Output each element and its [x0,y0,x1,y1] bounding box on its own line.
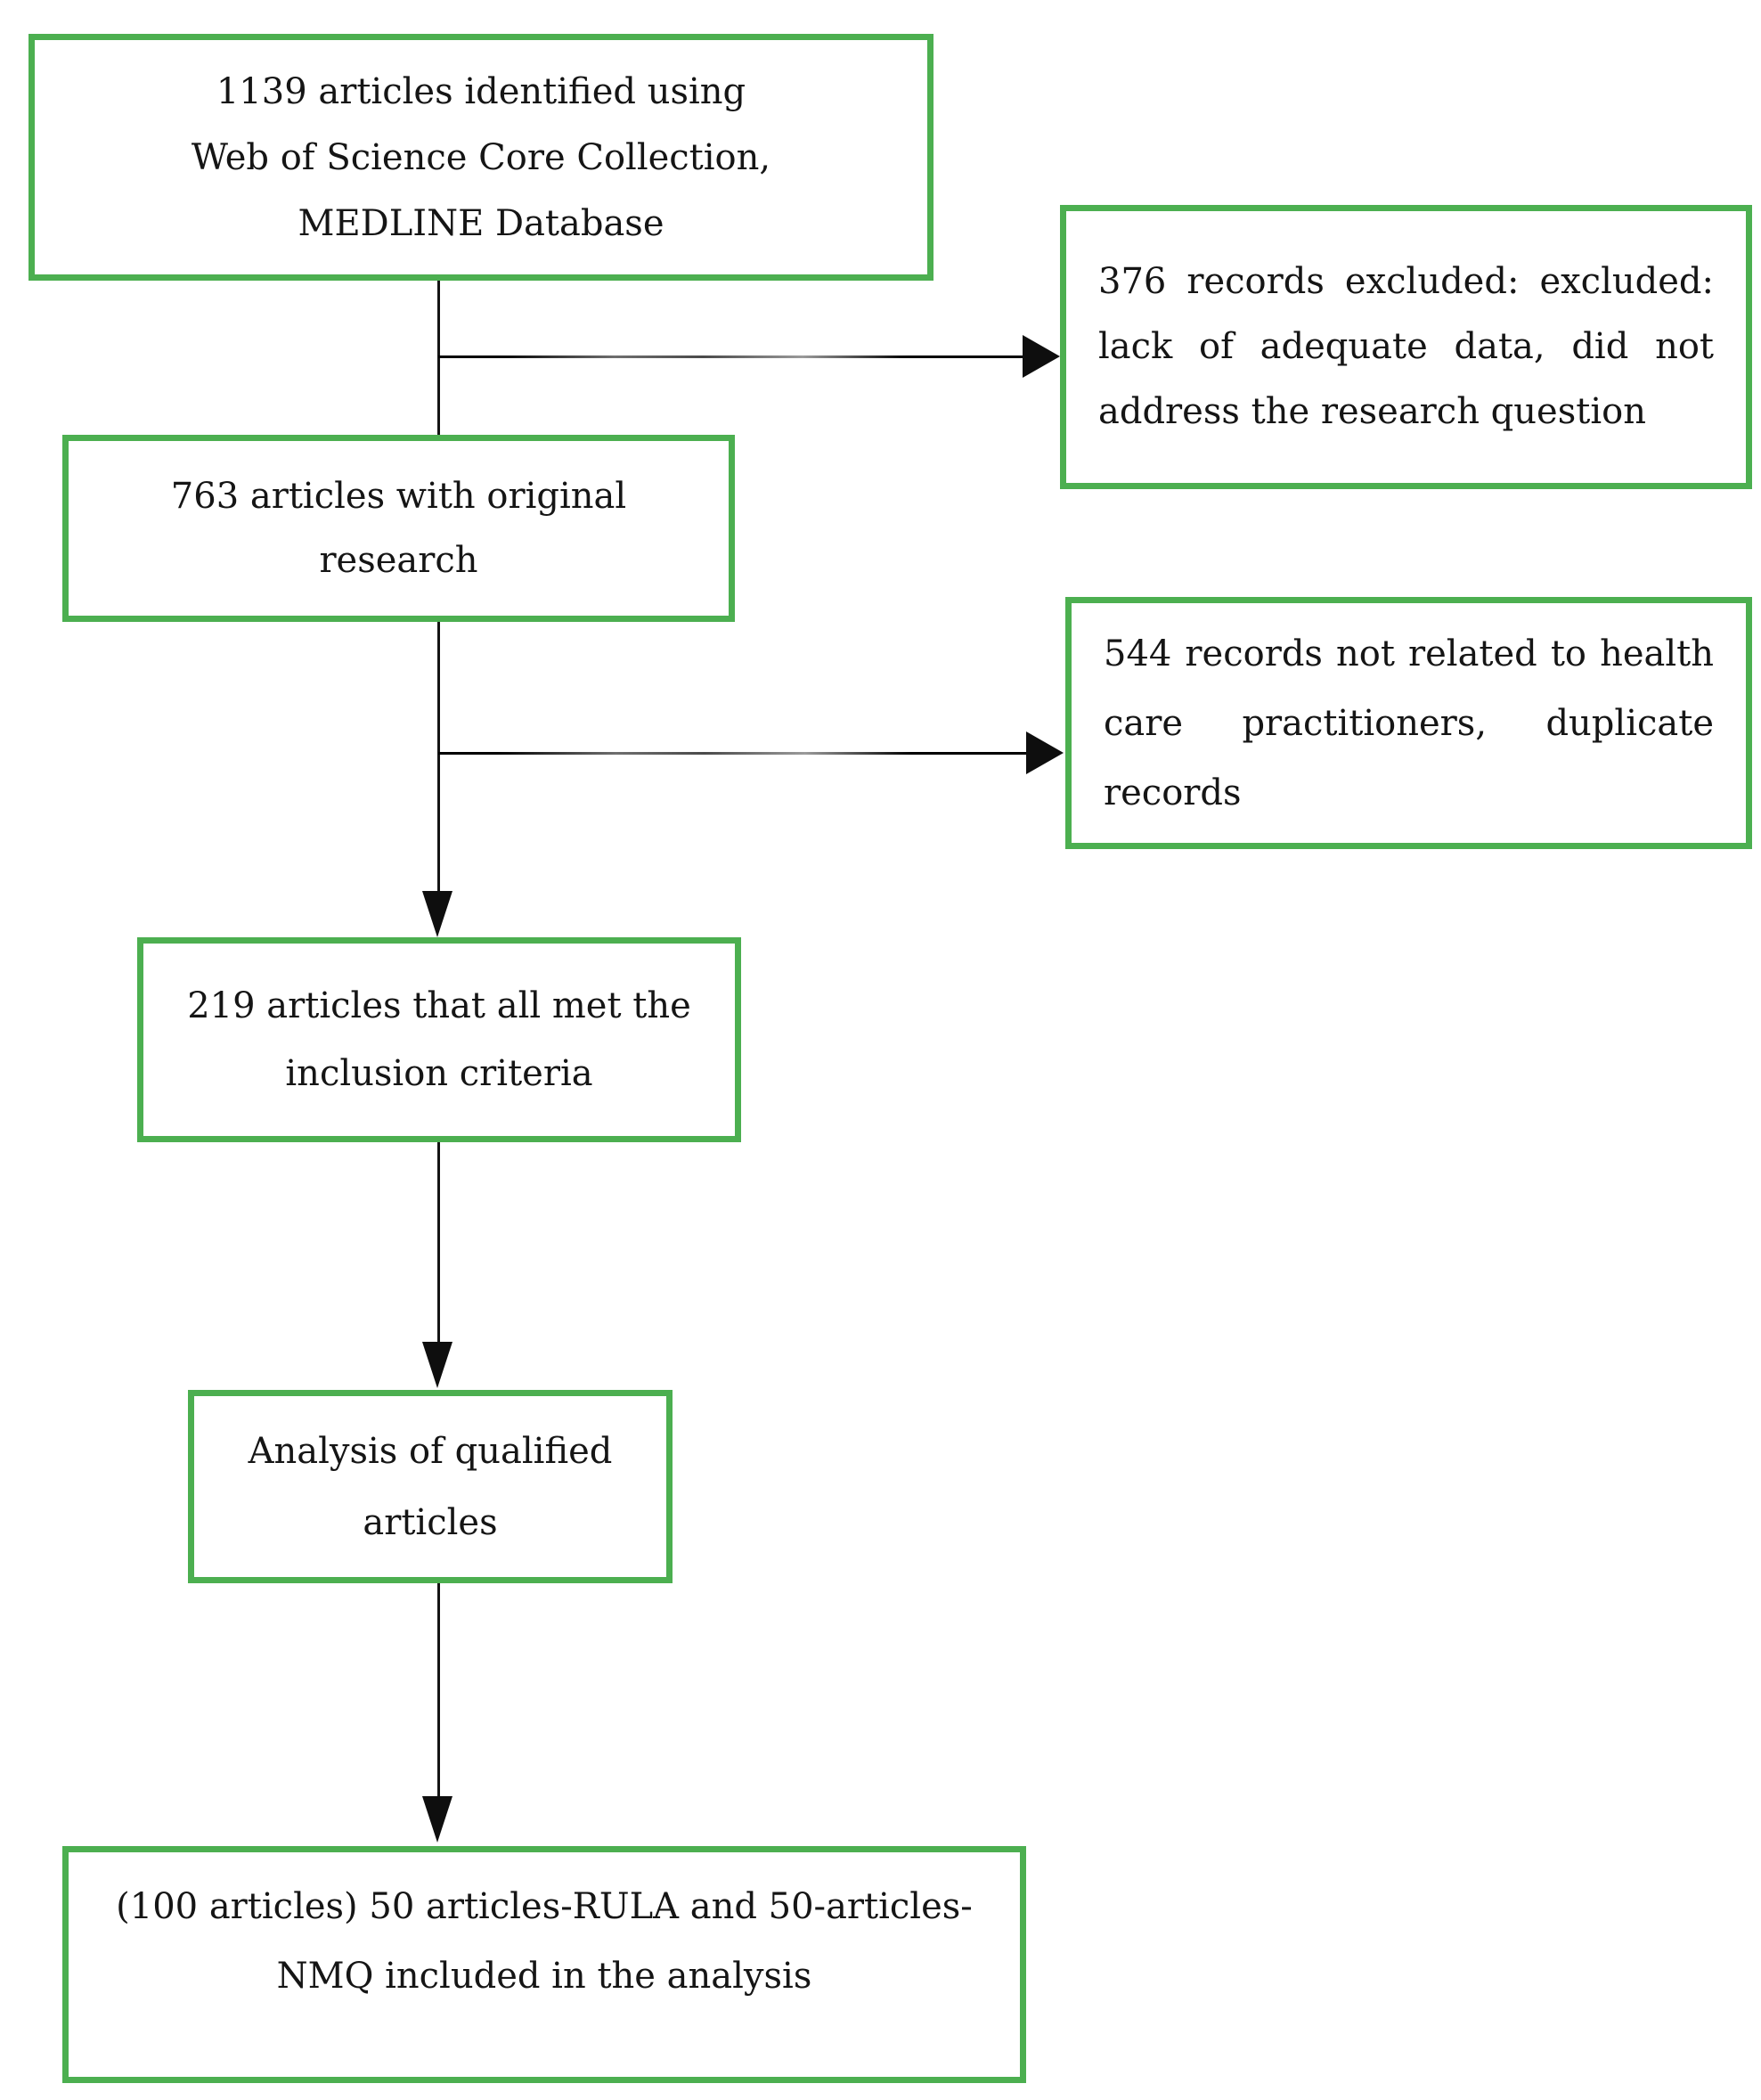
box-text-line: 544 records not related to health [1104,633,1714,674]
box-text-line: 219 articles that all met the [187,985,691,1026]
box-text-line: MEDLINE Database [298,202,664,244]
box-text-line: care practitioners, duplicate [1104,702,1714,744]
box-text-line: lack of adequate data, did not [1098,326,1714,367]
box-articles-original-research: 763 articles with original research [62,435,735,622]
arrowhead-down-analysis [422,1342,452,1388]
connector-included-to-analysis [437,1142,440,1344]
box-articles-identified: 1139 articles identified using Web of Sc… [29,34,933,281]
box-text-line: 376 records excluded: excluded: [1098,261,1714,302]
box-text-line: 763 articles with original [170,476,627,517]
connector-branch-to-excluded-544 [438,752,1030,755]
connector-original-to-included [437,622,440,894]
box-text-line: Analysis of qualified [248,1430,613,1472]
box-text-line: NMQ included in the analysis [276,1956,812,1997]
box-records-excluded-376: 376 records excluded: excluded: lack of … [1060,205,1752,489]
arrowhead-down-included-219 [422,891,452,937]
arrowhead-right-excluded-544 [1026,731,1064,774]
box-text-line: records [1104,772,1242,813]
box-articles-met-inclusion-criteria: 219 articles that all met the inclusion … [137,937,741,1142]
box-records-not-related-544: 544 records not related to health care p… [1065,597,1752,849]
connector-branch-to-excluded-376 [438,355,1026,358]
box-text-line: Web of Science Core Collection, [191,136,771,178]
box-text-line: address the research question [1098,391,1646,432]
box-text-line: (100 articles) 50 articles-RULA and 50-a… [116,1886,973,1927]
box-text-line: research [319,540,478,581]
box-text-line: articles [363,1501,498,1543]
box-text-line: inclusion criteria [285,1053,593,1094]
box-text-line: 1139 articles identified using [216,70,746,112]
box-articles-included-analysis: (100 articles) 50 articles-RULA and 50-a… [62,1846,1026,2083]
connector-analysis-to-final [437,1583,440,1798]
box-analysis-qualified-articles: Analysis of qualified articles [188,1390,673,1583]
arrowhead-right-excluded-376 [1023,335,1060,378]
arrowhead-down-final [422,1796,452,1843]
